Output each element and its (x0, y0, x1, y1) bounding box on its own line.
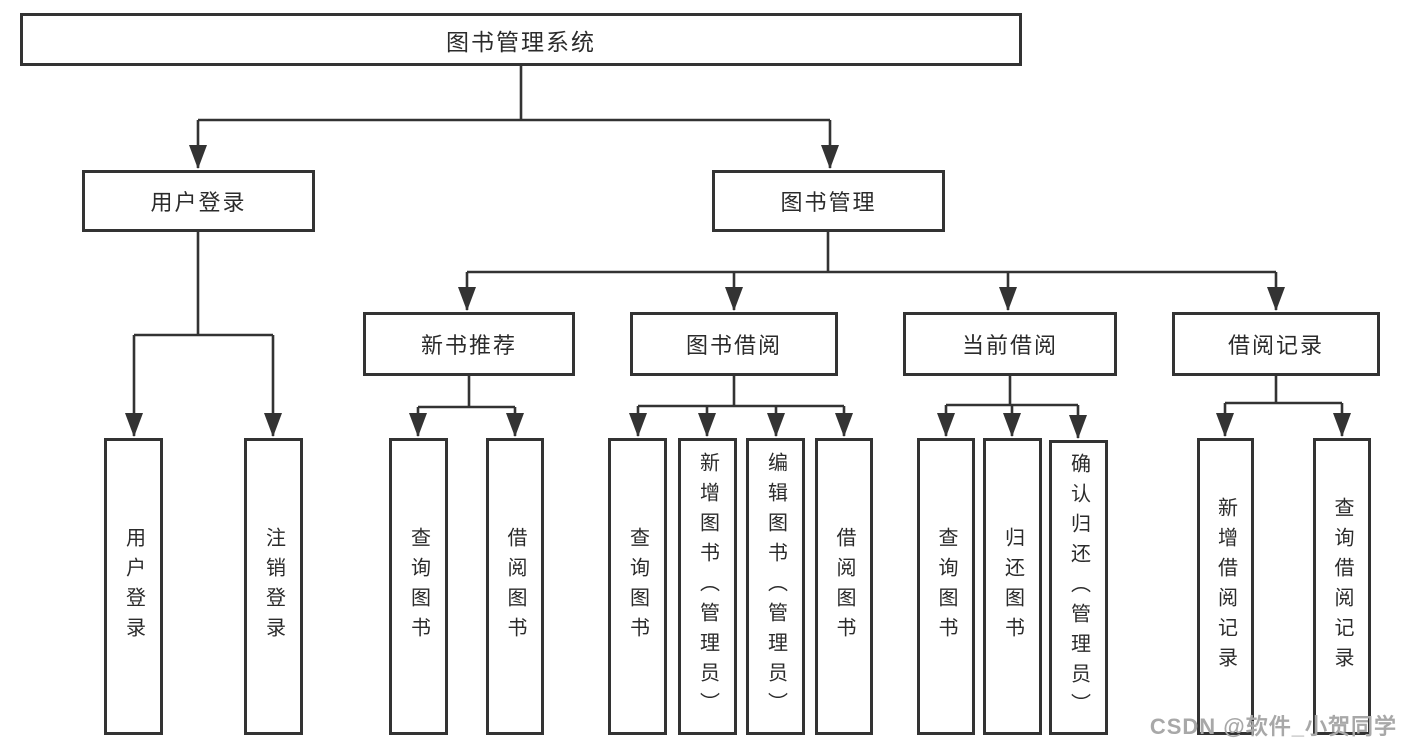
leaf-add-book-admin-label: 新增图书（管理员） (696, 451, 719, 722)
node-current-borrow: 当前借阅 (903, 312, 1117, 376)
leaf-query-borrow-record-label: 查询借阅记录 (1331, 496, 1353, 677)
node-user-login: 用户登录 (82, 170, 315, 232)
leaf-query-books-recommend-label: 查询图书 (407, 526, 430, 647)
leaf-return-book: 归还图书 (983, 438, 1042, 735)
leaf-query-borrow-record: 查询借阅记录 (1313, 438, 1371, 735)
leaf-logout-label: 注销登录 (262, 526, 285, 647)
leaf-user-login: 用户登录 (104, 438, 163, 735)
leaf-logout: 注销登录 (244, 438, 303, 735)
leaf-query-books-current-label: 查询图书 (935, 526, 957, 647)
leaf-query-books-recommend: 查询图书 (389, 438, 448, 735)
leaf-add-borrow-record-label: 新增借阅记录 (1214, 496, 1237, 677)
leaf-borrow-books-recommend-label: 借阅图书 (504, 526, 526, 647)
leaf-edit-book-admin: 编辑图书（管理员） (746, 438, 805, 735)
node-book-management-label: 图书管理 (780, 190, 877, 215)
leaf-query-books-borrow-label: 查询图书 (626, 526, 649, 647)
node-book-borrow-label: 图书借阅 (685, 333, 782, 358)
node-borrow-records: 借阅记录 (1172, 312, 1380, 376)
leaf-confirm-return-admin: 确认归还（管理员） (1049, 440, 1108, 735)
leaf-query-books-borrow: 查询图书 (608, 438, 667, 735)
node-book-borrow: 图书借阅 (630, 312, 838, 376)
node-new-book-recommend: 新书推荐 (363, 312, 575, 376)
leaf-borrow-books-label: 借阅图书 (833, 526, 855, 647)
node-user-login-label: 用户登录 (150, 190, 247, 215)
leaf-add-book-admin: 新增图书（管理员） (678, 438, 737, 735)
leaf-confirm-return-admin-label: 确认归还（管理员） (1067, 452, 1090, 723)
node-borrow-records-label: 借阅记录 (1227, 333, 1324, 358)
node-new-book-recommend-label: 新书推荐 (420, 333, 517, 358)
node-current-borrow-label: 当前借阅 (961, 333, 1058, 358)
leaf-return-book-label: 归还图书 (1001, 526, 1024, 647)
node-root: 图书管理系统 (20, 13, 1022, 66)
leaf-borrow-books-recommend: 借阅图书 (486, 438, 544, 735)
node-root-label: 图书管理系统 (446, 28, 596, 55)
leaf-borrow-books: 借阅图书 (815, 438, 873, 735)
leaf-add-borrow-record: 新增借阅记录 (1197, 438, 1254, 735)
leaf-user-login-label: 用户登录 (122, 526, 145, 647)
leaf-edit-book-admin-label: 编辑图书（管理员） (764, 451, 787, 722)
csdn-watermark: CSDN @软件_小贺同学 (1149, 714, 1397, 739)
node-book-management: 图书管理 (712, 170, 945, 232)
leaf-query-books-current: 查询图书 (917, 438, 975, 735)
